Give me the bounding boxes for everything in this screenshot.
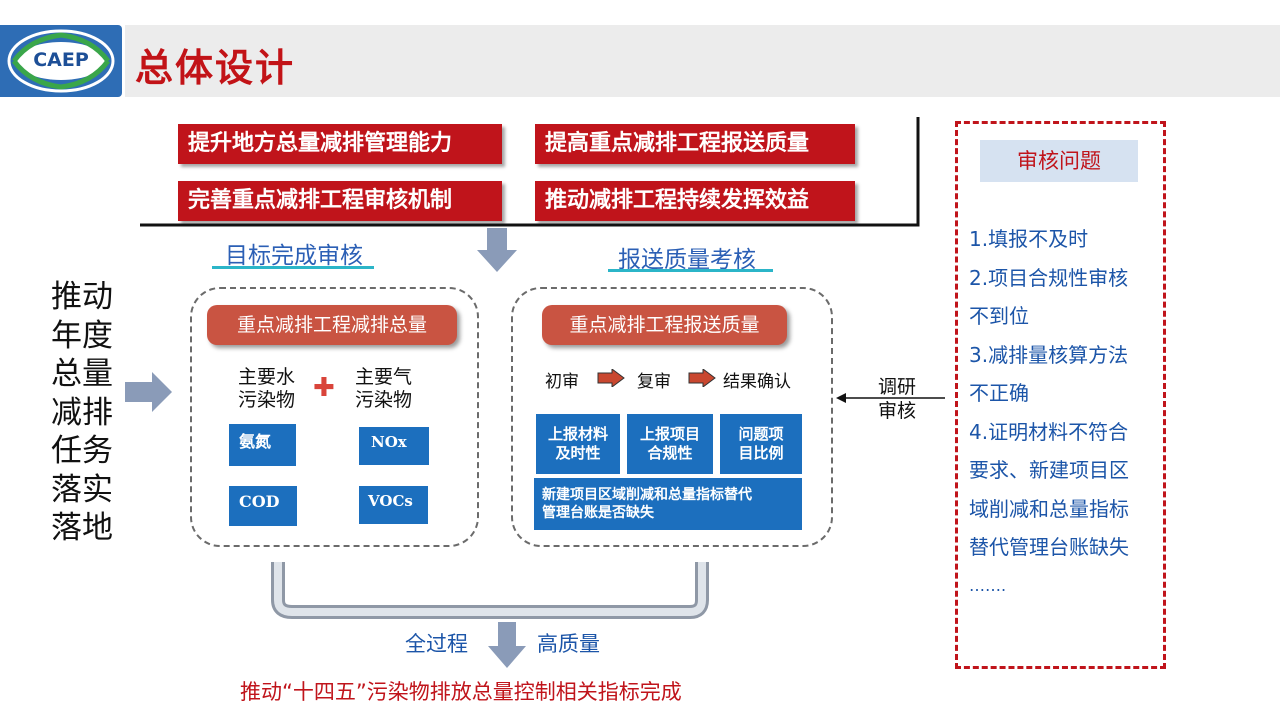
- list-item: 4.证明材料不符合: [969, 419, 1129, 444]
- nox-box: NOx: [359, 427, 429, 465]
- cell-problem-ratio: 问题项目比例: [720, 414, 802, 474]
- goal-2: 提高重点减排工程报送质量: [535, 124, 855, 164]
- caep-logo: CAEP: [0, 25, 122, 97]
- cell-timeliness: 上报材料及时性: [536, 414, 620, 474]
- conclusion-text: 推动“十四五”污染物排放总量控制相关指标完成: [240, 680, 682, 704]
- research-review-label: 调研审核: [878, 376, 917, 422]
- step-second-review: 复审: [637, 372, 671, 392]
- list-item: …….: [969, 575, 1007, 595]
- goal-3: 完善重点减排工程审核机制: [178, 181, 502, 221]
- page-title: 总体设计: [135, 46, 296, 90]
- cod-box: COD: [229, 486, 297, 526]
- issues-title: 审核问题: [980, 140, 1138, 182]
- goal-4: 推动减排工程持续发挥效益: [535, 181, 855, 221]
- step-result-confirm: 结果确认: [723, 372, 791, 392]
- list-item: 不正确: [969, 381, 1029, 405]
- cell-compliance: 上报项目合规性: [627, 414, 713, 474]
- left-task-label: 推动 年度 总量 减排 任务 落实 落地: [51, 279, 113, 546]
- target-review-label: 目标完成审核: [225, 243, 363, 269]
- high-quality-label: 高质量: [537, 632, 600, 656]
- step-arrow-icon: [688, 369, 716, 387]
- goal-1: 提升地方总量减排管理能力: [178, 124, 502, 164]
- air-pollutant-label: 主要气污染物: [355, 366, 413, 411]
- list-item: 3.减排量核算方法: [969, 342, 1129, 367]
- quality-panel: [511, 287, 833, 547]
- target-panel-title: 重点减排工程减排总量: [207, 305, 457, 345]
- quality-review-label: 报送质量考核: [618, 247, 756, 273]
- step-arrow-icon: [597, 369, 625, 387]
- header-bar: [125, 25, 1280, 97]
- list-item: 替代管理台账缺失: [969, 535, 1129, 559]
- list-item: 不到位: [969, 304, 1029, 328]
- cell-ledger-missing: 新建项目区域削减和总量指标替代管理台账是否缺失: [534, 478, 802, 530]
- plus-icon: ✚: [313, 373, 335, 403]
- ammonia-box: 氨氮: [229, 424, 296, 466]
- list-item: 1.填报不及时: [969, 227, 1089, 251]
- list-item: 域削减和总量指标: [969, 496, 1129, 521]
- water-pollutant-label: 主要水污染物: [238, 366, 296, 411]
- logo-text: CAEP: [33, 49, 89, 71]
- list-item: 2.项目合规性审核: [969, 265, 1129, 290]
- list-item: 要求、新建项目区: [969, 458, 1129, 482]
- quality-panel-title: 重点减排工程报送质量: [542, 305, 787, 345]
- target-panel: [190, 287, 479, 547]
- target-review-underline: [212, 266, 374, 269]
- whole-process-label: 全过程: [405, 632, 468, 656]
- vocs-box: VOCs: [359, 486, 428, 524]
- issues-panel: [955, 121, 1166, 669]
- quality-review-underline: [608, 269, 773, 272]
- issues-list: 1.填报不及时 2.项目合规性审核 不到位 3.减排量核算方法 不正确 4.证明…: [969, 220, 1159, 605]
- logo-ellipse-icon: [7, 29, 115, 93]
- step-first-review: 初审: [545, 372, 579, 392]
